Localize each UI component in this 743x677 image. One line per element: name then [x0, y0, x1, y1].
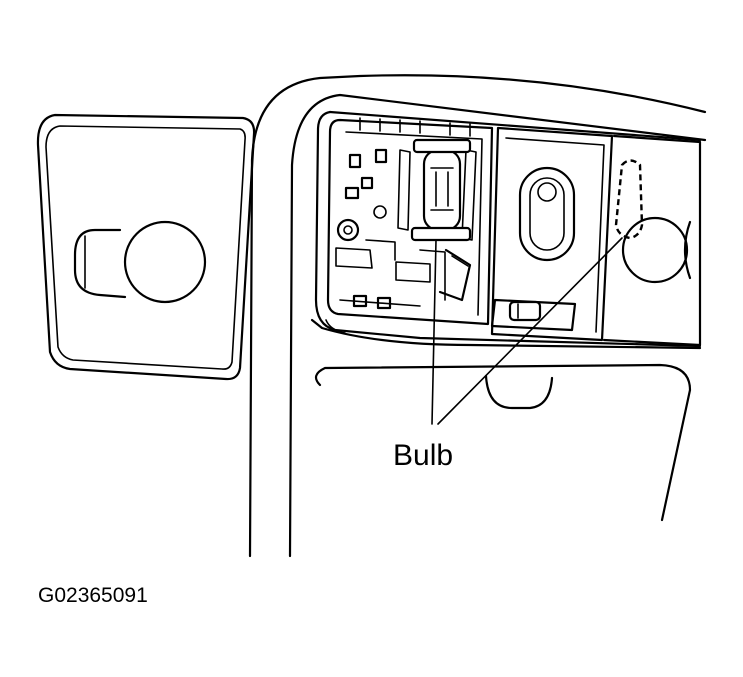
bulb-callout-label: Bulb [393, 439, 453, 472]
console-body [314, 363, 692, 522]
bulb-housing [326, 117, 494, 326]
lamp-lens-cover [36, 113, 256, 381]
callout-leaders [431, 237, 623, 425]
overhead-console [248, 74, 707, 558]
switch-panel [490, 126, 614, 342]
figure-id: G02365091 [38, 584, 148, 607]
festoon-bulb [410, 138, 472, 242]
right-lamp [602, 134, 702, 347]
